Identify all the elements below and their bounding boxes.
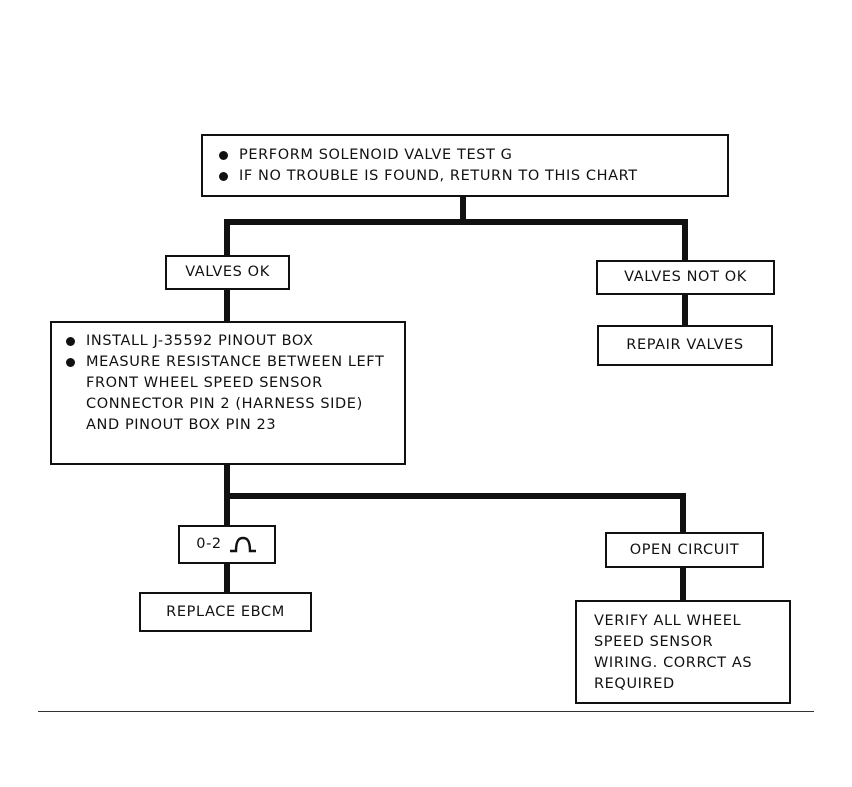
connector-mid-right-down [680, 493, 686, 533]
valves-ok-box: VALVES OK [165, 255, 290, 290]
ohm-reading-label: 0-2 [196, 536, 222, 552]
instruction-item: PERFORM SOLENOID VALVE TEST G [215, 145, 715, 166]
instruction-item: INSTALL J-35592 PINOUT BOX [62, 331, 394, 352]
connector-top-horizontal [224, 219, 688, 225]
connector-left-to-box [224, 289, 230, 322]
replace-ebcm-box: REPLACE EBCM [139, 592, 312, 632]
connector-left-down [224, 219, 230, 256]
repair-valves-label: REPAIR VALVES [626, 337, 744, 353]
open-circuit-label: OPEN CIRCUIT [629, 541, 740, 558]
measure-resistance-box: INSTALL J-35592 PINOUT BOX MEASURE RESIS… [50, 321, 406, 465]
open-circuit-box: OPEN CIRCUIT [605, 532, 764, 568]
ohm-icon [229, 536, 256, 552]
connector-mid-left-down [224, 493, 230, 526]
valves-ok-label: VALVES OK [185, 264, 270, 280]
solenoid-test-box: PERFORM SOLENOID VALVE TEST G IF NO TROU… [201, 134, 729, 197]
repair-valves-box: REPAIR VALVES [597, 325, 773, 366]
ohm-reading-box: 0-2 [178, 525, 276, 564]
verify-wiring-text: VERIFY ALL WHEEL SPEED SENSOR WIRING. CO… [594, 613, 753, 692]
connector-right-down [682, 219, 688, 262]
connector-top-down [460, 195, 466, 225]
connector-open-to-verify [680, 566, 686, 601]
connector-mid-horizontal [224, 493, 686, 499]
verify-wiring-box: VERIFY ALL WHEEL SPEED SENSOR WIRING. CO… [575, 600, 791, 704]
replace-ebcm-label: REPLACE EBCM [166, 603, 285, 620]
valves-not-ok-box: VALVES NOT OK [596, 260, 775, 295]
connector-right-to-repair [682, 294, 688, 325]
bottom-divider [38, 711, 814, 712]
valves-not-ok-label: VALVES NOT OK [624, 269, 747, 285]
connector-mid-down [224, 464, 230, 499]
connector-ohm-to-replace [224, 563, 230, 593]
instruction-item: IF NO TROUBLE IS FOUND, RETURN TO THIS C… [215, 166, 715, 187]
instruction-item: MEASURE RESISTANCE BETWEEN LEFT FRONT WH… [62, 352, 394, 436]
